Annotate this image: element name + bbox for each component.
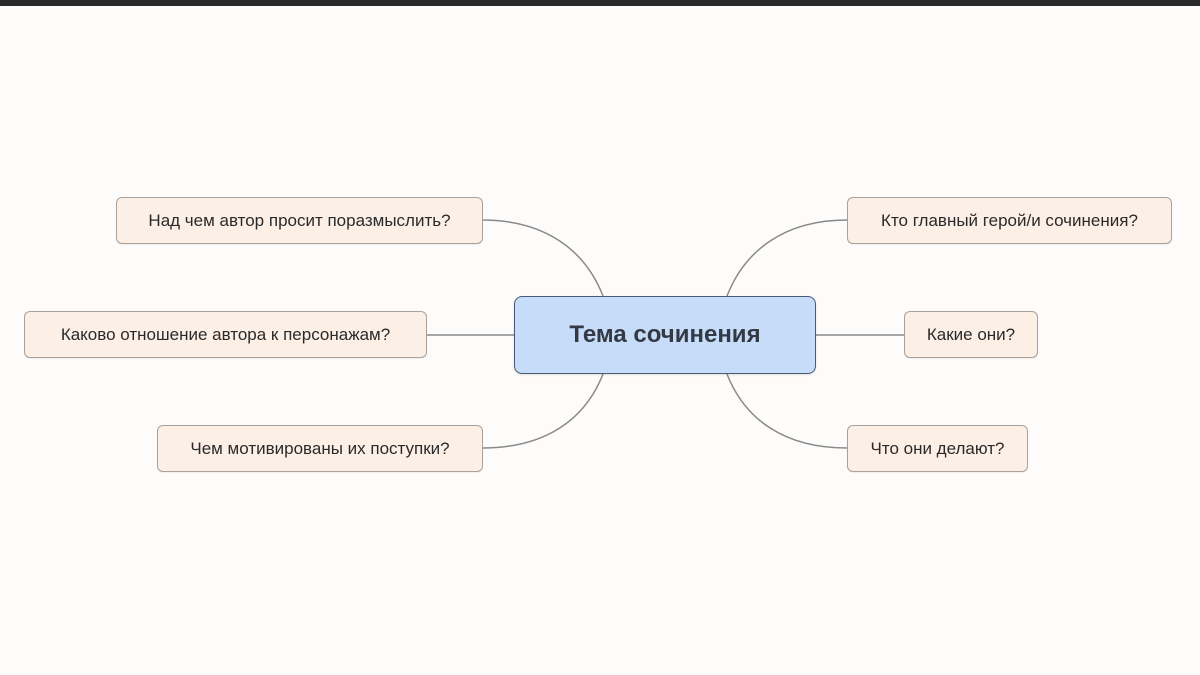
branch-node-right-1[interactable]: Кто главный герой/и сочинения? [847,197,1172,244]
branch-label: Какие они? [926,324,1016,344]
branch-node-left-1[interactable]: Над чем автор просит поразмыслить? [116,197,483,244]
branch-label: Чем мотивированы их поступки? [190,438,450,458]
branch-node-left-3[interactable]: Чем мотивированы их поступки? [157,425,483,472]
branch-label: Кто главный герой/и сочинения? [881,210,1138,230]
central-topic-node[interactable]: Тема сочинения [514,296,816,374]
top-bar [0,0,1200,6]
branch-label: Над чем автор просит поразмыслить? [148,210,451,230]
connector-right-bottom [726,373,848,449]
central-topic-label: Тема сочинения [569,321,761,348]
branch-node-right-2[interactable]: Какие они? [904,311,1038,358]
connector-right-top [726,219,848,297]
branch-node-left-2[interactable]: Каково отношение автора к персонажам? [24,311,427,358]
branch-label: Каково отношение автора к персонажам? [60,324,391,344]
branch-node-right-3[interactable]: Что они делают? [847,425,1028,472]
connector-left-bottom [481,373,604,449]
connector-left-top [481,219,604,297]
branch-label: Что они делают? [870,438,1005,458]
